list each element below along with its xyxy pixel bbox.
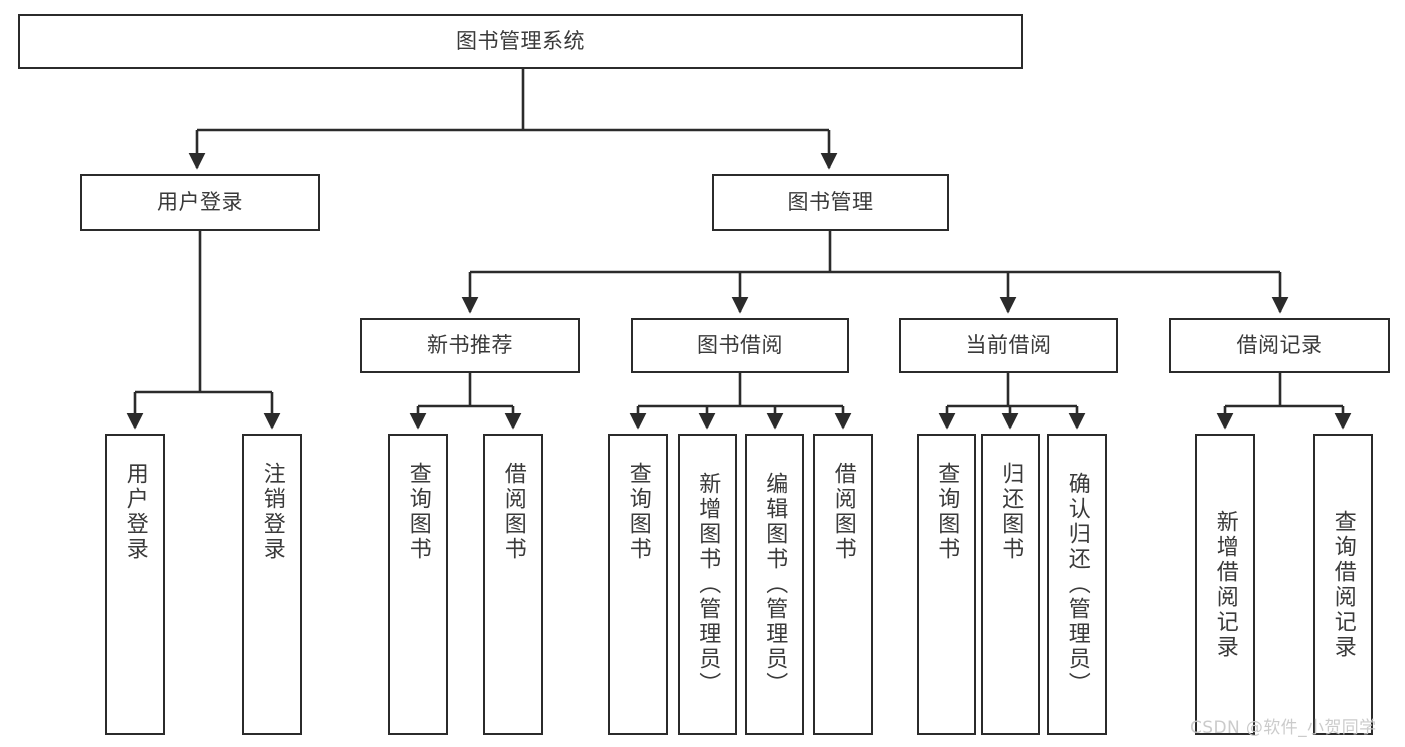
node-label: 借阅图书 <box>500 462 526 562</box>
node-label: 用户登录 <box>157 190 243 215</box>
node-leaf-edit-book[interactable]: 编辑图书（管理员） <box>745 434 804 735</box>
node-label: 图书管理系统 <box>456 29 585 54</box>
node-leaf-add-book[interactable]: 新增图书（管理员） <box>678 434 737 735</box>
node-label: 注销登录 <box>259 462 285 562</box>
node-label: 借阅图书 <box>830 462 856 562</box>
node-label: 借阅记录 <box>1236 333 1323 358</box>
node-label: 归还图书 <box>998 462 1024 562</box>
node-leaf-query-book-1[interactable]: 查询图书 <box>388 434 448 735</box>
node-leaf-query-book-3[interactable]: 查询图书 <box>917 434 976 735</box>
node-leaf-borrow-book-2[interactable]: 借阅图书 <box>813 434 873 735</box>
node-label: 查询借阅记录 <box>1330 509 1356 660</box>
node-label: 编辑图书（管理员） <box>762 472 788 697</box>
node-leaf-logout[interactable]: 注销登录 <box>242 434 302 735</box>
node-label: 当前借阅 <box>965 333 1052 358</box>
node-current-borrow[interactable]: 当前借阅 <box>899 318 1118 373</box>
watermark-text: CSDN @软件_小贺同学 <box>1190 718 1377 738</box>
node-leaf-query-record[interactable]: 查询借阅记录 <box>1313 434 1373 735</box>
node-label: 查询图书 <box>405 462 431 562</box>
node-book-borrow[interactable]: 图书借阅 <box>631 318 849 373</box>
node-new-book-recommend[interactable]: 新书推荐 <box>360 318 580 373</box>
node-leaf-return-book[interactable]: 归还图书 <box>981 434 1040 735</box>
node-label: 确认归还（管理员） <box>1064 472 1090 697</box>
node-leaf-add-record[interactable]: 新增借阅记录 <box>1195 434 1255 735</box>
node-label: 新书推荐 <box>427 333 513 358</box>
node-label: 新增图书（管理员） <box>695 472 721 697</box>
node-label: 图书借阅 <box>697 333 783 358</box>
node-label: 新增借阅记录 <box>1212 509 1238 660</box>
node-borrow-record[interactable]: 借阅记录 <box>1169 318 1390 373</box>
node-label: 查询图书 <box>625 462 651 562</box>
node-label: 用户登录 <box>122 462 148 562</box>
node-label: 图书管理 <box>787 190 874 215</box>
node-leaf-borrow-book-1[interactable]: 借阅图书 <box>483 434 543 735</box>
node-book-manage[interactable]: 图书管理 <box>712 174 949 231</box>
node-leaf-query-book-2[interactable]: 查询图书 <box>608 434 668 735</box>
node-root[interactable]: 图书管理系统 <box>18 14 1023 69</box>
node-label: 查询图书 <box>934 462 960 562</box>
node-leaf-confirm-return[interactable]: 确认归还（管理员） <box>1047 434 1107 735</box>
node-user-login[interactable]: 用户登录 <box>80 174 320 231</box>
node-leaf-user-login[interactable]: 用户登录 <box>105 434 165 735</box>
